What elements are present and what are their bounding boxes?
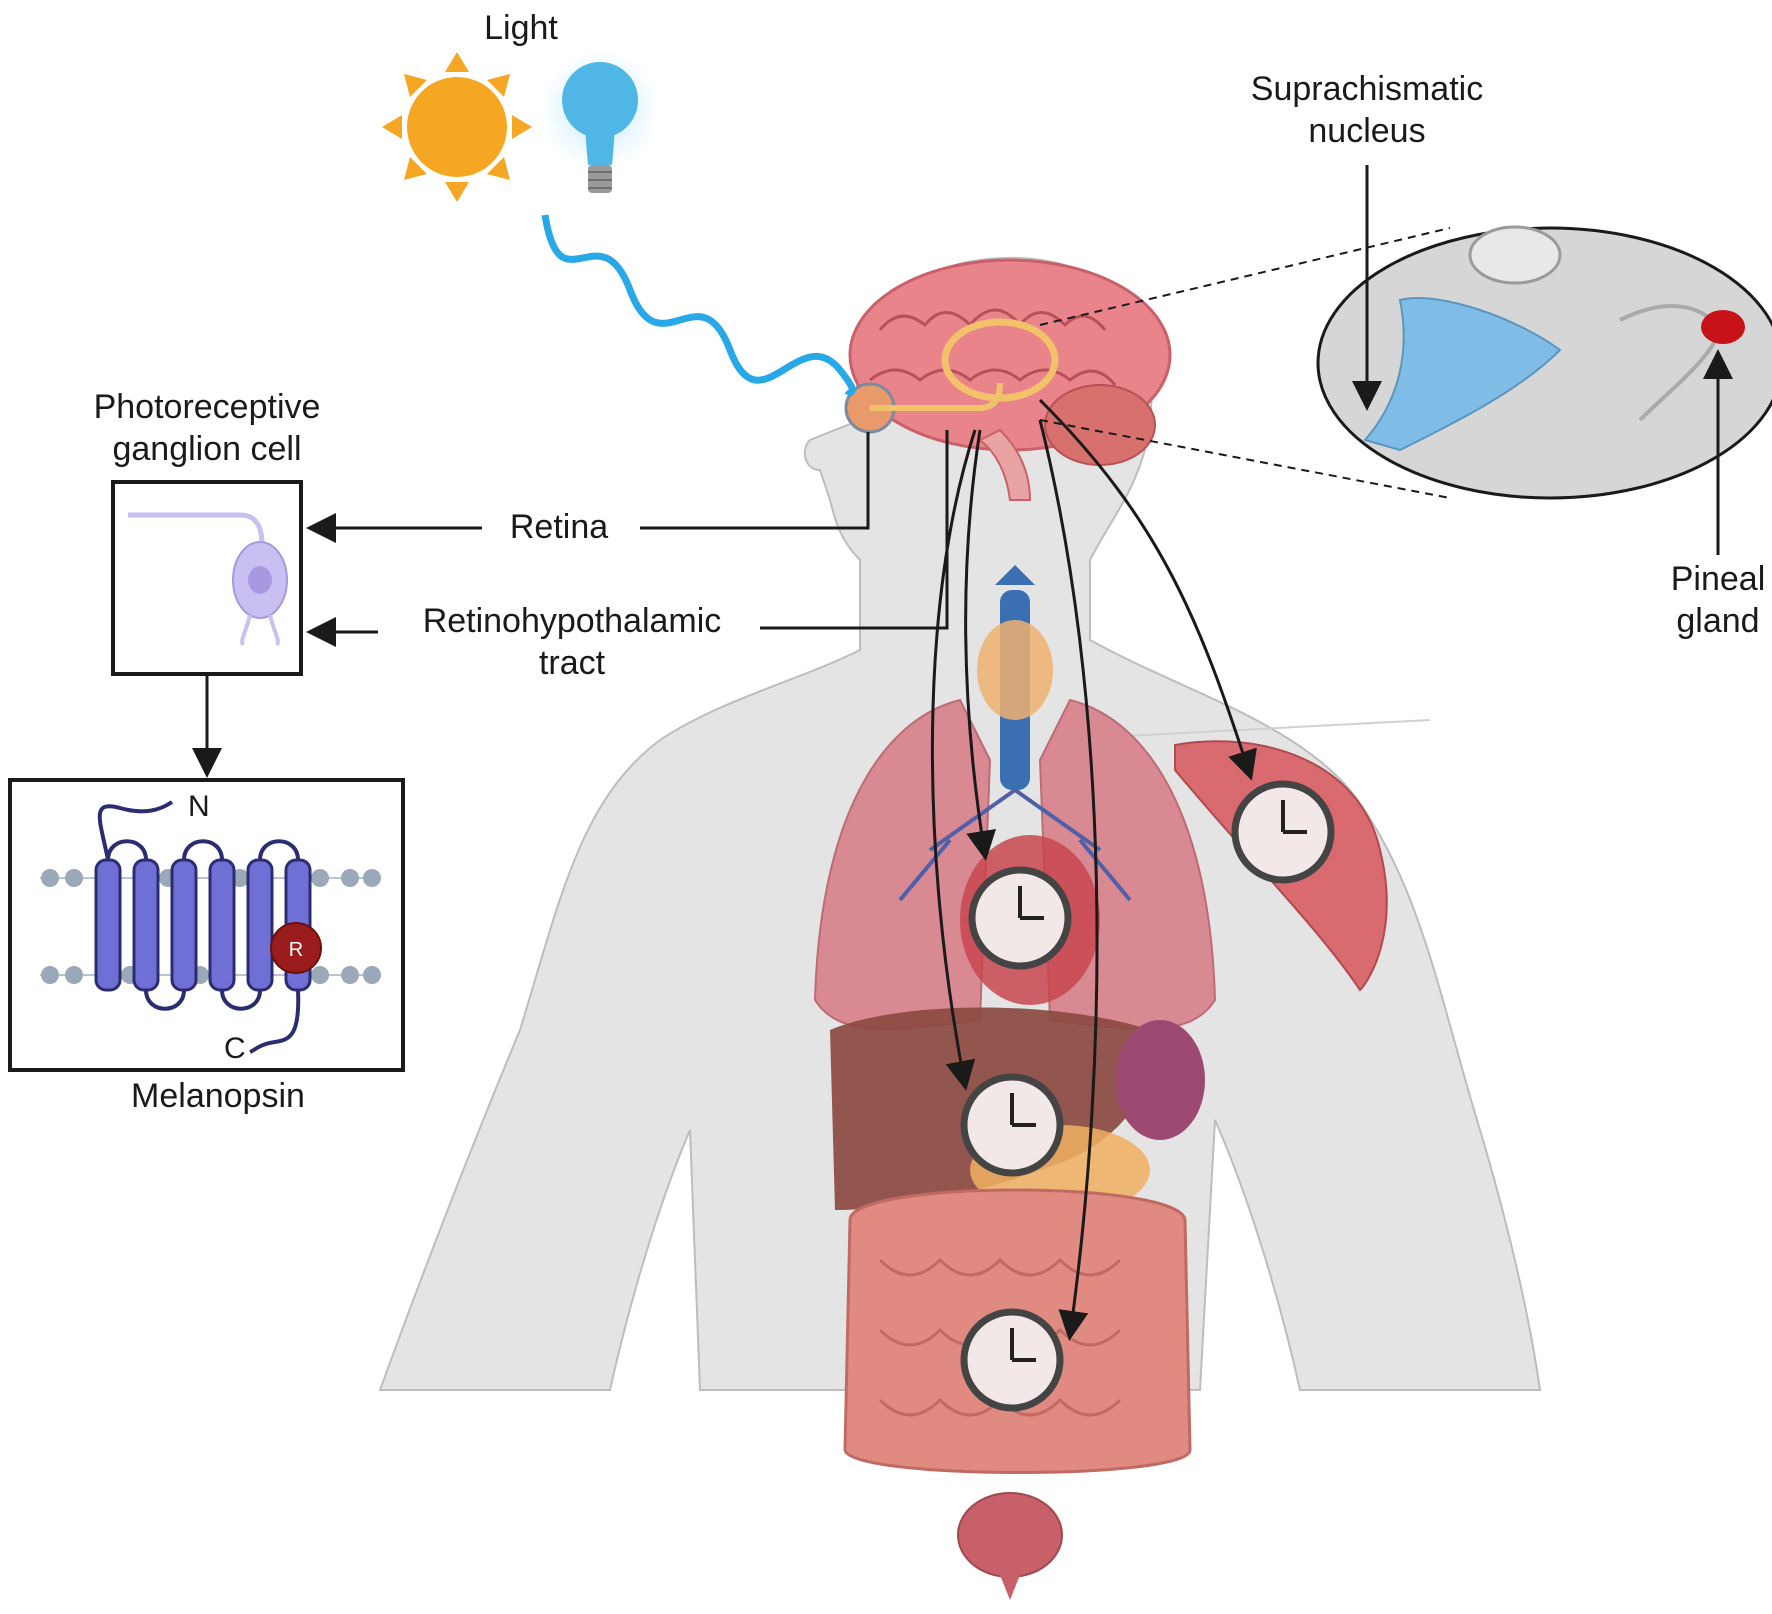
scn-label-line2: nucleus — [1308, 112, 1425, 150]
retina-connector — [640, 432, 870, 530]
c-terminus-label: C — [224, 1032, 246, 1065]
clock-icon-liver — [960, 1073, 1064, 1177]
residue-label: R — [289, 939, 303, 961]
light-wave — [541, 214, 856, 398]
sun-icon — [382, 52, 532, 202]
ganglion-label-line1: Photoreceptive — [94, 388, 321, 426]
scn-label-line1: Suprachismatic — [1251, 70, 1483, 108]
scn-region — [1363, 297, 1562, 452]
retinal-residue — [270, 922, 322, 974]
scn-output-arrows — [930, 398, 1257, 1341]
pineal-label-line2: gland — [1676, 602, 1759, 640]
scn-pineal-inset — [1039, 225, 1772, 500]
melanopsin-label: Melanopsin — [131, 1077, 305, 1115]
brain — [848, 258, 1172, 501]
clock-icon-muscle — [1231, 780, 1335, 884]
n-tail — [97, 800, 174, 861]
pineal-region — [1701, 310, 1745, 344]
rht-label-line2: tract — [539, 644, 606, 682]
light-bulb-icon — [540, 50, 660, 193]
eye — [844, 382, 1003, 434]
melanopsin-box: R N C — [8, 778, 405, 1072]
loops — [106, 839, 300, 1011]
ganglion-cell-box — [111, 480, 303, 676]
clock-icon-heart — [968, 866, 1072, 970]
retina-label: Retina — [510, 508, 608, 546]
ganglion-label-line2: ganglion cell — [112, 430, 301, 468]
rht-label-line1: Retinohypothalamic — [423, 602, 722, 640]
lipid-heads — [41, 869, 381, 984]
c-tail — [249, 989, 301, 1054]
clock-icon-intestine — [960, 1308, 1064, 1412]
pineal-label-line1: Pineal — [1671, 560, 1766, 598]
n-terminus-label: N — [188, 790, 210, 823]
light-label: Light — [484, 9, 558, 47]
rht-connector — [760, 430, 949, 630]
